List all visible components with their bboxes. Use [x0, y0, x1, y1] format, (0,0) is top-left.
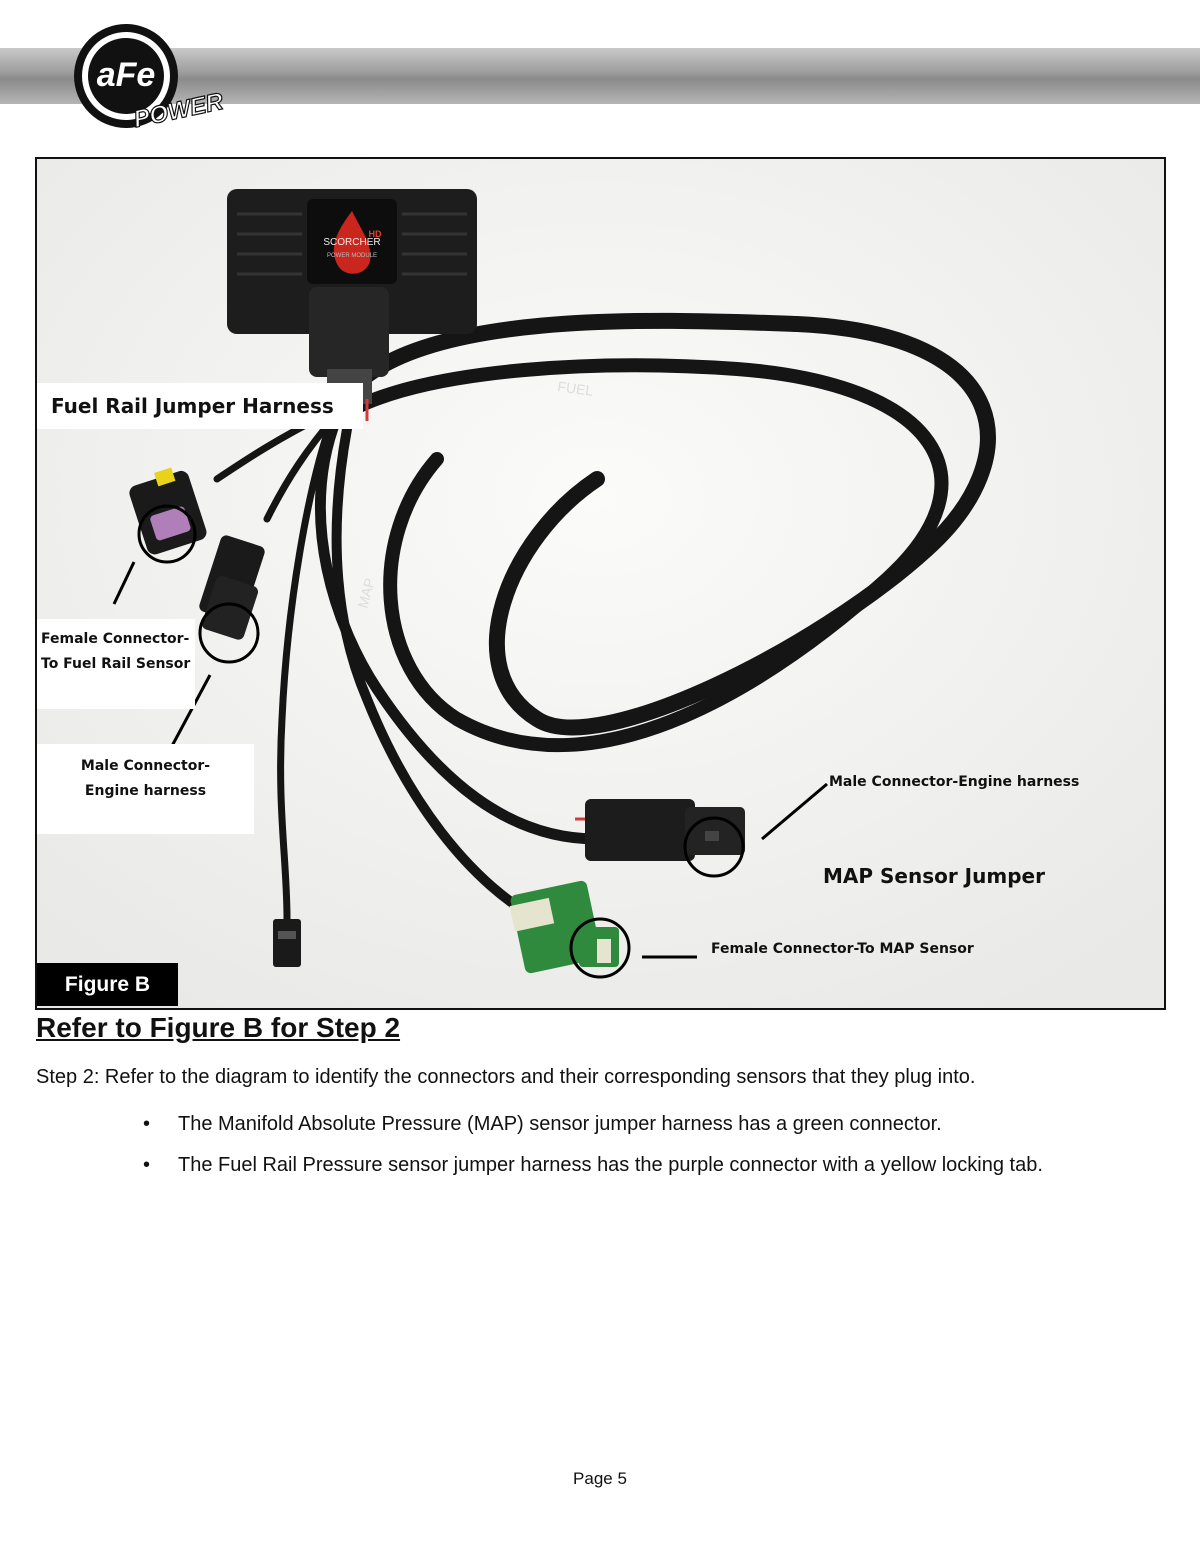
list-item: • The Fuel Rail Pressure sensor jumper ha…	[138, 1145, 1168, 1186]
module-caption: POWER MODULE	[327, 253, 377, 259]
fuel-rail-title-callout: Fuel Rail Jumper Harness	[37, 383, 363, 429]
section-heading: Refer to Figure B for Step 2	[36, 1012, 401, 1043]
male-engine-line2: Engine harness	[84, 783, 207, 799]
map-title-callout: MAP Sensor Jumper	[823, 864, 1045, 888]
bullet-icon: •	[143, 1154, 151, 1176]
header-bar	[0, 48, 1200, 104]
harness-illustration: FUEL MAP SCORCHER HD POWER MODULE	[37, 159, 1164, 1008]
male-engine-right-callout: Male Connector-Engine harness	[829, 774, 1080, 790]
list-item: • The Manifold Absolute Pressure (MAP) se…	[138, 1104, 1168, 1145]
figure-label: Figure B	[37, 963, 178, 1006]
page-number: Page 5	[573, 1469, 627, 1488]
bullet-icon: •	[143, 1113, 151, 1135]
map-green-connector	[509, 880, 619, 974]
male-engine-line1: Male Connector-	[80, 758, 211, 774]
logo-text: aFe	[97, 56, 156, 94]
map-sleeve-label: MAP	[354, 576, 377, 609]
bullet-text: The Manifold Absolute Pressure (MAP) sen…	[178, 1113, 942, 1135]
fuel-rail-female-connector	[129, 467, 207, 555]
bullet-text: The Fuel Rail Pressure sensor jumper har…	[178, 1154, 1043, 1176]
bullet-list: • The Manifold Absolute Pressure (MAP) se…	[138, 1104, 1168, 1186]
figure-b-photo: FUEL MAP SCORCHER HD POWER MODULE	[35, 157, 1166, 1010]
cable-loom	[213, 312, 996, 924]
step-text: Step 2: Refer to the diagram to identify…	[36, 1066, 976, 1088]
fuel-rail-male-connector	[199, 535, 265, 640]
female-fuel-line1: Female Connector-	[41, 631, 190, 647]
female-fuel-line2: To Fuel Rail Sensor	[41, 656, 191, 672]
small-end-connector	[273, 919, 301, 967]
module-model: HD	[369, 229, 382, 239]
scorcher-module: SCORCHER HD POWER MODULE	[227, 189, 477, 421]
fuel-sleeve-label: FUEL	[557, 378, 595, 399]
female-fuel-callout: Female Connector- To Fuel Rail Sensor	[37, 619, 195, 709]
afe-power-logo: aFe POWER	[74, 24, 227, 134]
callout-markers	[112, 504, 828, 979]
map-male-connector	[575, 799, 745, 861]
female-map-callout: Female Connector-To MAP Sensor	[711, 941, 974, 957]
male-engine-callout: Male Connector- Engine harness	[37, 744, 254, 834]
module-brand: SCORCHER	[323, 237, 380, 248]
